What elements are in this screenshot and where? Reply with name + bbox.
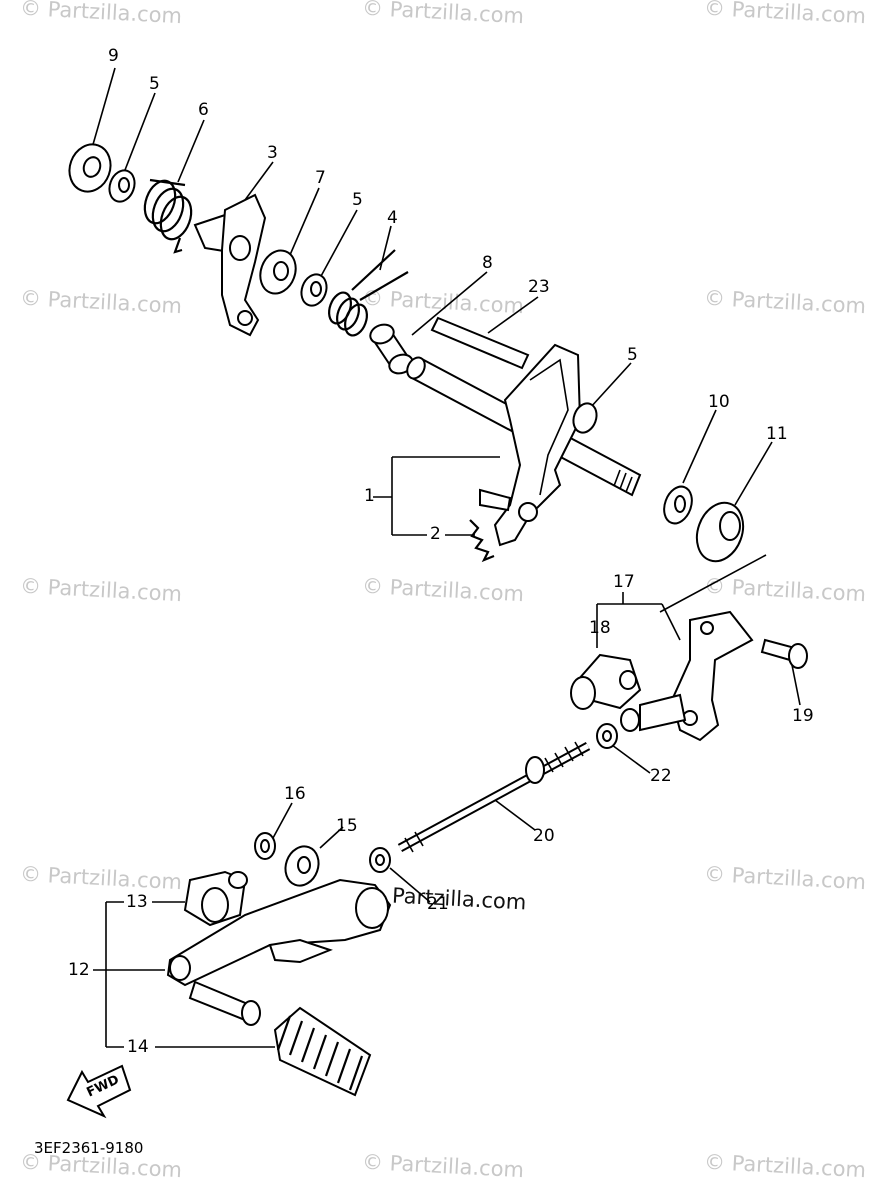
nut-21 xyxy=(369,847,391,873)
callout-8: 8 xyxy=(482,253,493,273)
washer-7 xyxy=(259,249,297,295)
fwd-arrow-icon xyxy=(66,1064,132,1119)
circlip-5c xyxy=(572,402,598,434)
callout-21: 21 xyxy=(427,894,449,914)
circlip-5b xyxy=(300,273,328,307)
callout-9: 9 xyxy=(108,46,119,66)
circlip-5a xyxy=(108,169,136,203)
callout-4: 4 xyxy=(387,208,398,228)
callout-19: 19 xyxy=(792,706,814,726)
collar-8 xyxy=(369,323,414,375)
callout-16: 16 xyxy=(284,784,306,804)
ball-joint-18 xyxy=(570,653,642,710)
washer-9 xyxy=(68,143,112,193)
callout-14: 14 xyxy=(127,1037,149,1057)
washer-15 xyxy=(284,845,320,887)
callout-3: 3 xyxy=(267,143,278,163)
spring-4 xyxy=(328,249,409,337)
spring-2 xyxy=(469,519,495,563)
callout-7: 7 xyxy=(315,168,326,188)
pin-23 xyxy=(430,316,530,370)
callout-13: 13 xyxy=(126,892,148,912)
leader-lines xyxy=(91,67,801,1048)
callout-22: 22 xyxy=(650,766,672,786)
callout-18: 18 xyxy=(589,618,611,638)
nut-22 xyxy=(596,723,618,749)
callout-5: 5 xyxy=(352,190,363,210)
bolt-19 xyxy=(760,638,808,669)
spring-6 xyxy=(143,178,193,254)
callout-1: 1 xyxy=(364,486,375,506)
callout-2: 2 xyxy=(430,524,441,544)
link-arm-17 xyxy=(620,610,754,742)
callout-20: 20 xyxy=(533,826,555,846)
ball-joint-13 xyxy=(183,870,248,927)
pedal-rubber-14 xyxy=(273,1006,372,1097)
callout-5: 5 xyxy=(149,74,160,94)
washer-10 xyxy=(663,485,693,525)
shift-shaft-1 xyxy=(406,343,642,547)
shift-arm-3 xyxy=(193,193,267,337)
callout-11: 11 xyxy=(766,424,788,444)
callout-5: 5 xyxy=(627,345,638,365)
shift-pedal-12 xyxy=(166,878,392,1026)
circlip-16 xyxy=(254,832,276,860)
oil-seal-11 xyxy=(695,501,745,563)
callout-6: 6 xyxy=(198,100,209,120)
callout-17: 17 xyxy=(613,572,635,592)
callout-10: 10 xyxy=(708,392,730,412)
callout-12: 12 xyxy=(68,960,90,980)
shift-rod-20 xyxy=(397,741,591,853)
callout-15: 15 xyxy=(336,816,358,836)
diagram-code: 3EF2361-9180 xyxy=(34,1139,144,1157)
callout-23: 23 xyxy=(528,277,550,297)
